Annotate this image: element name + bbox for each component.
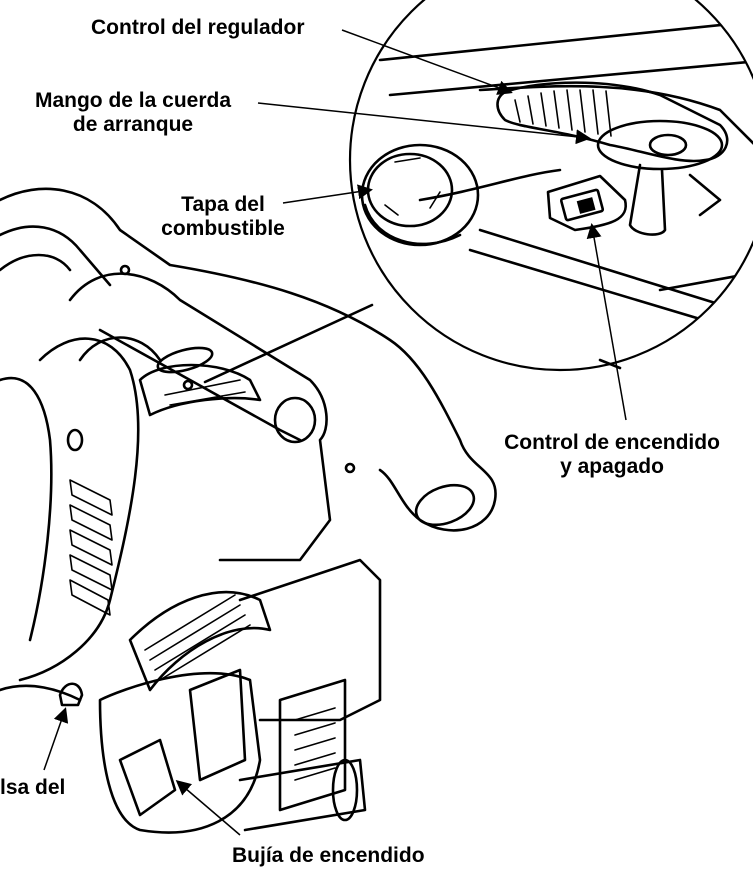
leader-lines bbox=[43, 29, 627, 836]
starter-handle-label: Mango de la cuerda de arranque bbox=[8, 89, 258, 137]
throttle-control-label: Control del regulador bbox=[91, 16, 305, 39]
starter-handle-label-line1: Mango de la cuerda bbox=[34, 89, 232, 112]
purge-bulb-label: lsa del bbox=[0, 776, 66, 799]
vent-slots bbox=[69, 479, 113, 616]
spark-plug-label: Bujía de encendido bbox=[232, 844, 425, 867]
rocker-switch-icon bbox=[559, 188, 605, 222]
fuel-cap-label-line2: combustible bbox=[161, 217, 285, 240]
on-off-control-label-line1: Control de encendido bbox=[504, 431, 720, 454]
on-off-control-label: Control de encendido y apagado bbox=[482, 431, 742, 479]
blower-body bbox=[0, 187, 497, 834]
cooling-fins bbox=[294, 707, 336, 781]
detail-callout bbox=[203, 0, 753, 384]
fuel-cap-label: Tapa del combustible bbox=[158, 193, 288, 241]
lower-grille bbox=[128, 590, 272, 692]
fuel-cap-label-line1: Tapa del bbox=[181, 193, 265, 216]
starter-handle-label-line2: de arranque bbox=[72, 113, 194, 136]
on-off-control-label-line2: y apagado bbox=[560, 455, 664, 478]
